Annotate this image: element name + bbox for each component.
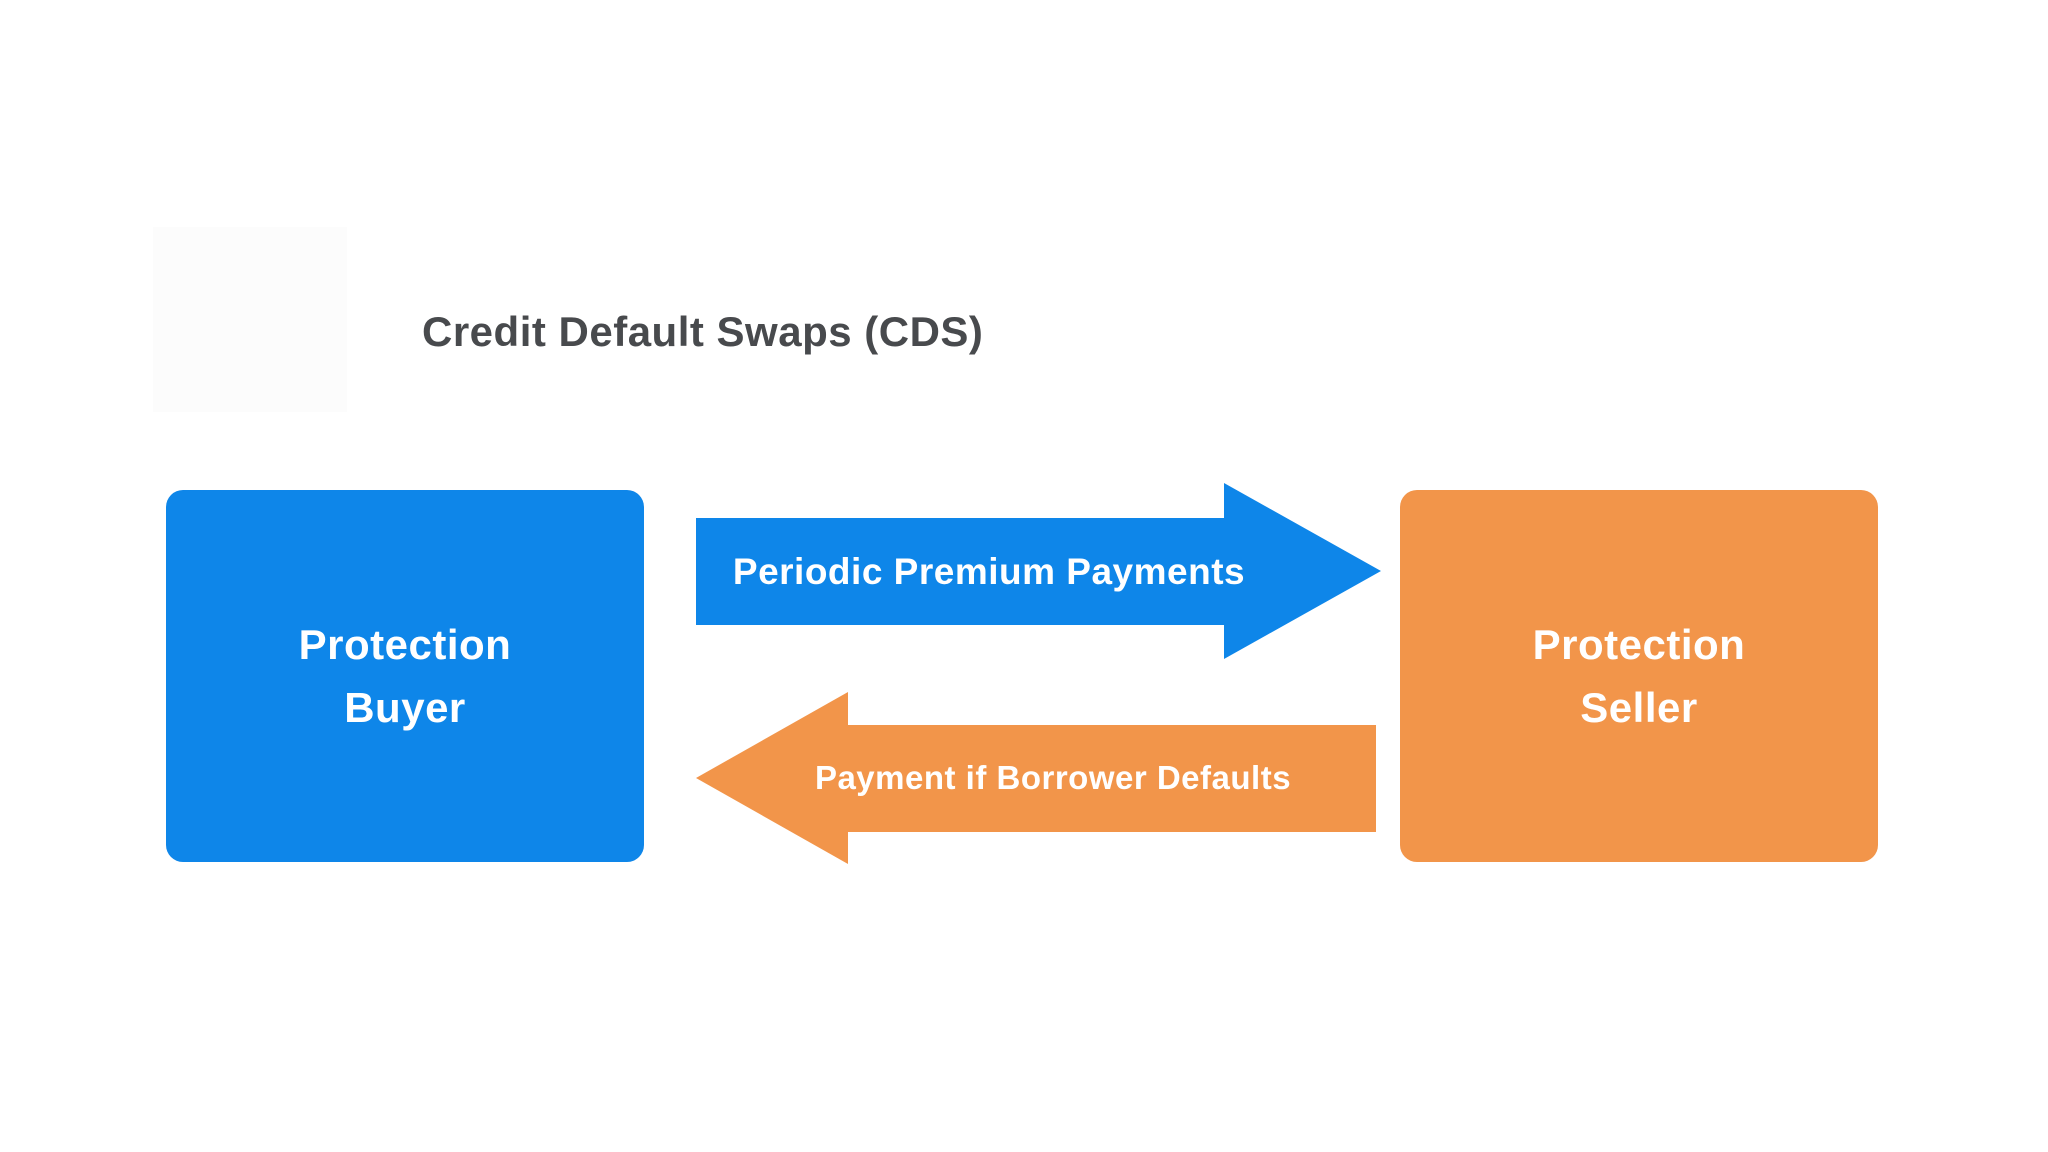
protection-seller-label: Protection Seller	[1533, 613, 1746, 739]
protection-buyer-label: Protection Buyer	[299, 613, 512, 739]
premium-arrow-shaft	[696, 518, 1224, 625]
watermark-square	[153, 227, 347, 412]
default-payment-arrow-shaft	[848, 725, 1376, 832]
protection-buyer-label-line2: Buyer	[344, 684, 466, 731]
premium-arrow-head-right-icon	[1224, 483, 1381, 659]
default-payment-arrow-head-left-icon	[696, 692, 848, 864]
protection-buyer-box: Protection Buyer	[166, 490, 644, 862]
premium-arrow-label: Periodic Premium Payments	[732, 551, 1246, 592]
protection-seller-label-line1: Protection	[1532, 621, 1746, 668]
protection-seller-label-line2: Seller	[1580, 684, 1698, 731]
default-payment-arrow-label: Payment if Borrower Defaults	[814, 759, 1292, 796]
diagram-title: Credit Default Swaps (CDS)	[422, 308, 984, 355]
protection-buyer-label-line1: Protection	[298, 621, 512, 668]
protection-seller-box: Protection Seller	[1400, 490, 1878, 862]
